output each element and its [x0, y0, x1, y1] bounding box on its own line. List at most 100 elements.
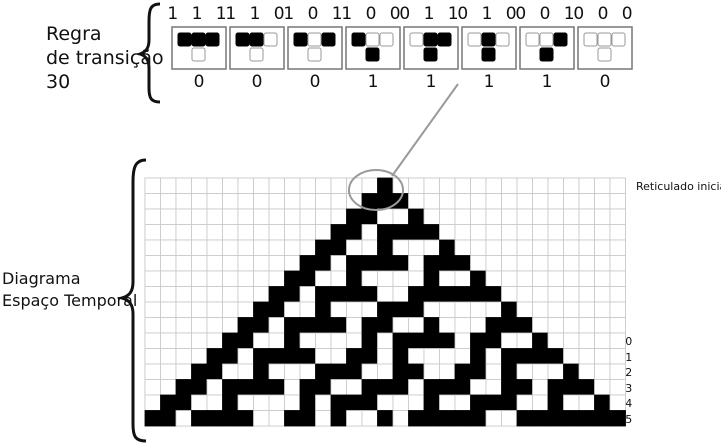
grid-cell — [160, 208, 177, 225]
grid-cell — [268, 224, 285, 241]
grid-cell — [377, 348, 394, 365]
rule-pattern-1: 1 1 0 — [225, 4, 289, 24]
grid-cell — [516, 208, 533, 225]
grid-cell — [470, 177, 487, 194]
grid-cell — [454, 239, 471, 256]
grid-cell — [485, 255, 502, 272]
grid-cell — [454, 255, 471, 272]
rule-2-input-cell-2 — [321, 32, 336, 47]
grid-cell — [532, 363, 549, 380]
grid-cell — [330, 239, 347, 256]
diagram-label: Diagrama Espaço Temporal — [2, 268, 137, 312]
grid-cell — [470, 410, 487, 427]
grid-cell — [361, 379, 378, 396]
grid-cell — [284, 317, 301, 334]
grid-cell — [439, 193, 456, 210]
rule-4-input-cell-1 — [423, 32, 438, 47]
grid-cell — [361, 286, 378, 303]
grid-cell — [284, 301, 301, 318]
grid-cell — [501, 193, 518, 210]
grid-cell — [361, 410, 378, 427]
grid-cell — [547, 301, 564, 318]
grid-cell — [299, 394, 316, 411]
grid-cell — [361, 363, 378, 380]
grid-cell — [191, 363, 208, 380]
rule-label-line-2: de transição — [46, 47, 164, 69]
grid-cell — [346, 348, 363, 365]
grid-cell — [175, 286, 192, 303]
grid-cell — [578, 208, 595, 225]
grid-cell — [268, 193, 285, 210]
grid-cell — [377, 177, 394, 194]
grid-cell — [408, 208, 425, 225]
grid-cell — [609, 270, 626, 287]
grid-cell — [392, 348, 409, 365]
grid-cell — [377, 379, 394, 396]
grid-cell — [408, 177, 425, 194]
grid-cell — [609, 255, 626, 272]
grid-cell — [330, 379, 347, 396]
grid-cell — [594, 394, 611, 411]
grid-cell — [516, 224, 533, 241]
grid-cell — [237, 208, 254, 225]
grid-cell — [361, 239, 378, 256]
grid-cell — [594, 208, 611, 225]
grid-cell — [191, 394, 208, 411]
grid-cell — [315, 348, 332, 365]
grid-cell — [222, 208, 239, 225]
grid-cell — [439, 177, 456, 194]
grid-cell — [160, 363, 177, 380]
grid-cell — [454, 348, 471, 365]
grid-cell — [330, 317, 347, 334]
grid-cell — [532, 301, 549, 318]
rule-4-input-cell-2 — [437, 32, 452, 47]
rule-5-input-cell-0 — [467, 32, 482, 47]
grid-cell — [485, 394, 502, 411]
rule-3-input-cell-2 — [379, 32, 394, 47]
grid-cell — [454, 208, 471, 225]
grid-cell — [330, 301, 347, 318]
grid-cell — [578, 332, 595, 349]
grid-cell — [594, 301, 611, 318]
rule-pattern-3: 1 0 0 — [341, 4, 405, 24]
grid-cell — [547, 332, 564, 349]
grid-cell — [423, 255, 440, 272]
grid-cell — [578, 177, 595, 194]
grid-cell — [237, 348, 254, 365]
grid-cell — [439, 332, 456, 349]
grid-cell — [439, 348, 456, 365]
grid-cell — [516, 193, 533, 210]
grid-cell — [144, 177, 161, 194]
grid-cell — [470, 301, 487, 318]
grid-cell — [578, 255, 595, 272]
grid-cell — [563, 286, 580, 303]
grid-cell — [609, 239, 626, 256]
grid-cell — [470, 270, 487, 287]
grid-cell — [268, 348, 285, 365]
grid-cell — [501, 410, 518, 427]
grid-cell — [299, 363, 316, 380]
grid-cell — [315, 286, 332, 303]
grid-cell — [547, 410, 564, 427]
grid-cell — [206, 394, 223, 411]
grid-cell — [315, 270, 332, 287]
grid-cell — [454, 286, 471, 303]
grid-cell — [206, 348, 223, 365]
grid-cell — [361, 301, 378, 318]
grid-cell — [330, 286, 347, 303]
grid-cell — [563, 332, 580, 349]
rule-output-4: 1 — [425, 72, 437, 92]
grid-cell — [485, 363, 502, 380]
diagram-label-line-2: Espaço Temporal — [2, 291, 138, 310]
grid-cell — [299, 286, 316, 303]
grid-cell — [377, 363, 394, 380]
grid-cell — [160, 332, 177, 349]
grid-cell — [547, 208, 564, 225]
grid-cell — [392, 379, 409, 396]
grid-cell — [346, 255, 363, 272]
grid-cell — [501, 317, 518, 334]
grid-cell — [346, 270, 363, 287]
grid-cell — [470, 193, 487, 210]
grid-cell — [578, 301, 595, 318]
grid-cell — [268, 177, 285, 194]
